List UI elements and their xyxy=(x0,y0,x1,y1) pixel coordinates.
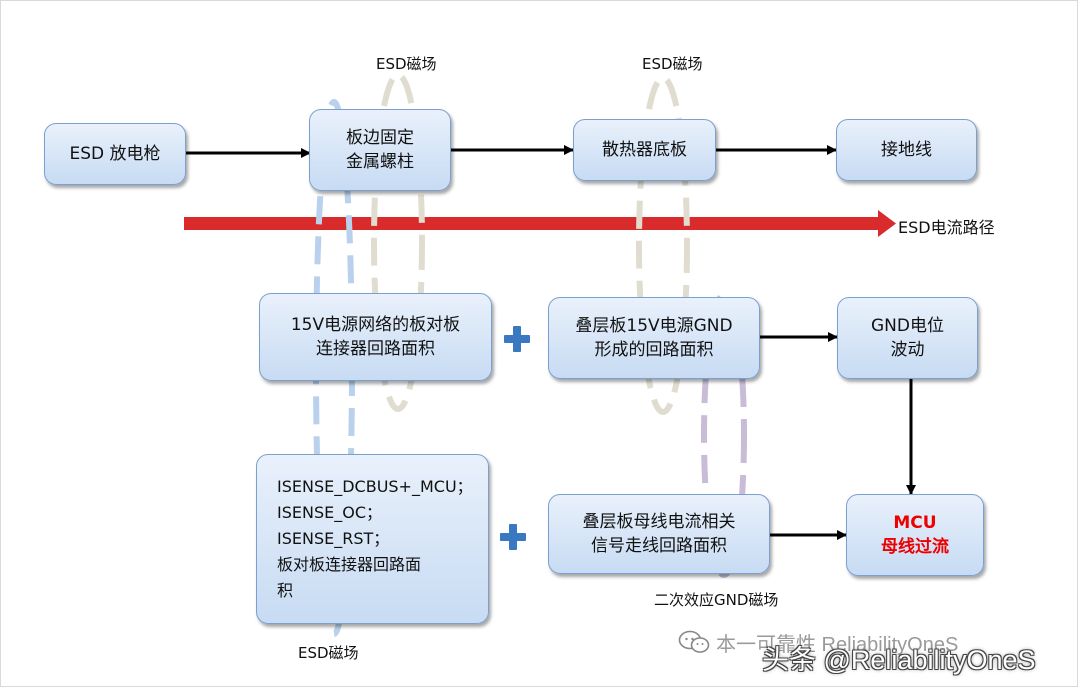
box-stack-15v-line-1: 叠层板15V电源GND xyxy=(575,316,733,336)
box-ground-wire: 接地线 xyxy=(836,119,977,181)
box-mount-post-line-1: 板边固定 xyxy=(346,128,414,148)
box-heatsink: 散热器底板 xyxy=(573,119,716,181)
wechat-icon xyxy=(678,630,710,653)
label-esd-current-path: ESD电流路径 xyxy=(898,218,995,237)
box-heatsink-label: 散热器底板 xyxy=(602,140,687,160)
box-isense-line-4: 板对板连接器回路面 xyxy=(277,555,422,574)
box-loop-15v-line-2: 连接器回路面积 xyxy=(316,339,435,359)
label-secondary-gnd-field: 二次效应GND磁场 xyxy=(654,591,779,609)
box-mount-post-line-2: 金属螺柱 xyxy=(346,152,414,172)
esd-field-loop-beige-2 xyxy=(636,75,690,415)
box-gnd-fluct-line-2: 波动 xyxy=(890,340,925,360)
box-isense-line-1: ISENSE_DCBUS+_MCU； xyxy=(277,477,473,496)
esd-field-loop-beige-1 xyxy=(371,72,425,412)
box-gnd-fluct-line-1: GND电位 xyxy=(871,316,944,336)
box-isense-text: ISENSE_DCBUS+_MCU； ISENSE_OC； ISENSE_RST… xyxy=(277,474,473,604)
box-esd-gun-label: ESD 放电枪 xyxy=(69,144,161,164)
box-isense-line-2: ISENSE_OC； xyxy=(277,503,382,522)
box-isense-line-3: ISENSE_RST； xyxy=(277,529,390,548)
box-esd-gun: ESD 放电枪 xyxy=(44,123,186,185)
plus-icon xyxy=(504,326,530,352)
box-gnd-fluct: GND电位 波动 xyxy=(837,297,978,379)
box-stack-bus-line-1: 叠层板母线电流相关 xyxy=(582,512,736,532)
label-esd-field-3: ESD磁场 xyxy=(298,644,359,662)
box-stack-bus-line-2: 信号走线回路面积 xyxy=(591,536,727,556)
box-loop-15v: 15V电源网络的板对板 连接器回路面积 xyxy=(259,293,492,381)
plus-icon xyxy=(500,524,526,550)
box-stack-15v-line-2: 形成的回路面积 xyxy=(594,340,714,360)
box-mount-post: 板边固定 金属螺柱 xyxy=(309,109,451,191)
box-loop-15v-line-1: 15V电源网络的板对板 xyxy=(290,315,461,335)
gnd-field-loop-purple xyxy=(701,292,747,578)
label-esd-field-2: ESD磁场 xyxy=(642,55,703,73)
box-stack-15v: 叠层板15V电源GND 形成的回路面积 xyxy=(548,297,760,379)
box-mcu-line-1: MCU xyxy=(893,513,937,533)
watermark-toutiao: 头条 @ReliabilityOneS xyxy=(762,645,1036,675)
label-esd-field-1: ESD磁场 xyxy=(376,55,437,73)
box-isense-line-5: 积 xyxy=(277,581,294,600)
box-stack-bus: 叠层板母线电流相关 信号走线回路面积 xyxy=(548,494,770,574)
box-mcu: MCU 母线过流 xyxy=(846,494,984,576)
watermark-line-1: 本一可靠性 ReliabilityOneS xyxy=(716,634,959,656)
esd-current-arrow xyxy=(184,210,896,237)
box-isense: ISENSE_DCBUS+_MCU； ISENSE_OC； ISENSE_RST… xyxy=(256,454,489,624)
box-mcu-line-2: 母线过流 xyxy=(881,537,949,557)
box-ground-wire-label: 接地线 xyxy=(881,140,932,160)
